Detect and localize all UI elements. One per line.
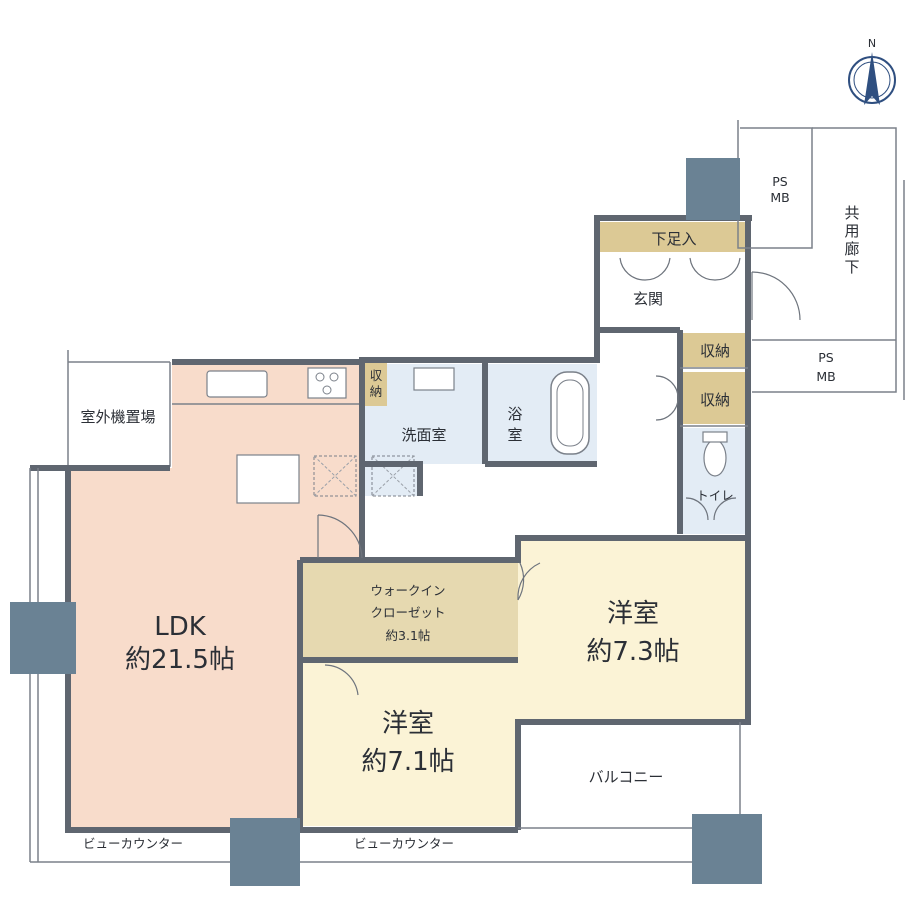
outdoor-unit-label: 室外機置場 bbox=[80, 408, 155, 426]
corridor-line3: 廊 bbox=[844, 240, 859, 258]
bathroom-line1: 浴 bbox=[507, 405, 522, 423]
pillar-south-right bbox=[692, 814, 762, 884]
storage-1 bbox=[683, 333, 747, 367]
ps-mb-top-line2: MB bbox=[770, 190, 789, 205]
walk-in-closet bbox=[300, 563, 518, 660]
western-room-2 bbox=[300, 660, 518, 826]
pillar-south-left bbox=[230, 818, 300, 886]
ps-mb-bottom-line1: PS bbox=[818, 350, 834, 365]
kitchen-island bbox=[236, 454, 300, 504]
shoe-box bbox=[600, 222, 748, 252]
view-counter-left: ビューカウンター bbox=[83, 836, 183, 851]
bathtub bbox=[550, 371, 590, 455]
north-label: N bbox=[868, 37, 876, 50]
balcony-label: バルコニー bbox=[589, 768, 664, 786]
kitchen-sink bbox=[206, 370, 268, 398]
closet-line1: ウォークイン bbox=[370, 583, 445, 598]
corridor-line2: 用 bbox=[844, 222, 859, 240]
storage-small-line2: 納 bbox=[370, 384, 383, 399]
storage-small bbox=[365, 362, 387, 406]
pillar-north bbox=[686, 158, 740, 220]
storage-small-line1: 収 bbox=[370, 368, 383, 383]
entrance-label: 玄関 bbox=[633, 290, 663, 308]
ldk-size: 約21.5帖 bbox=[125, 645, 235, 675]
stove bbox=[307, 367, 347, 399]
closet-size: 約3.1帖 bbox=[386, 628, 431, 643]
western-1-name: 洋室 bbox=[607, 599, 659, 629]
ldk-name: LDK bbox=[154, 612, 207, 642]
storage-2-label: 収納 bbox=[700, 391, 730, 409]
ps-mb-top-line1: PS bbox=[772, 174, 788, 189]
corridor-line1: 共 bbox=[844, 204, 859, 222]
compass: N bbox=[848, 37, 896, 105]
western-2-size: 約7.1帖 bbox=[361, 747, 454, 777]
western-2-name: 洋室 bbox=[382, 709, 434, 739]
western-room-1 bbox=[518, 538, 748, 722]
toilet-bowl bbox=[703, 439, 727, 477]
view-counter-right: ビューカウンター bbox=[354, 836, 454, 851]
toilet-label: トイレ bbox=[696, 488, 734, 503]
corridor-line4: 下 bbox=[844, 258, 859, 276]
doors bbox=[317, 257, 801, 696]
shoe-box-label: 下足入 bbox=[651, 230, 696, 248]
ps-mb-bottom-line2: MB bbox=[816, 369, 835, 384]
western-1-size: 約7.3帖 bbox=[586, 637, 679, 667]
pillars bbox=[10, 158, 762, 886]
closet-line2: クローゼット bbox=[370, 605, 445, 620]
bathroom-line2: 室 bbox=[507, 426, 522, 444]
washroom-label: 洗面室 bbox=[401, 426, 446, 444]
storage-2 bbox=[683, 372, 747, 424]
walls bbox=[29, 120, 905, 863]
storage-1-label: 収納 bbox=[700, 342, 730, 360]
north-arrow-icon bbox=[864, 52, 880, 105]
pillar-west bbox=[10, 602, 76, 674]
